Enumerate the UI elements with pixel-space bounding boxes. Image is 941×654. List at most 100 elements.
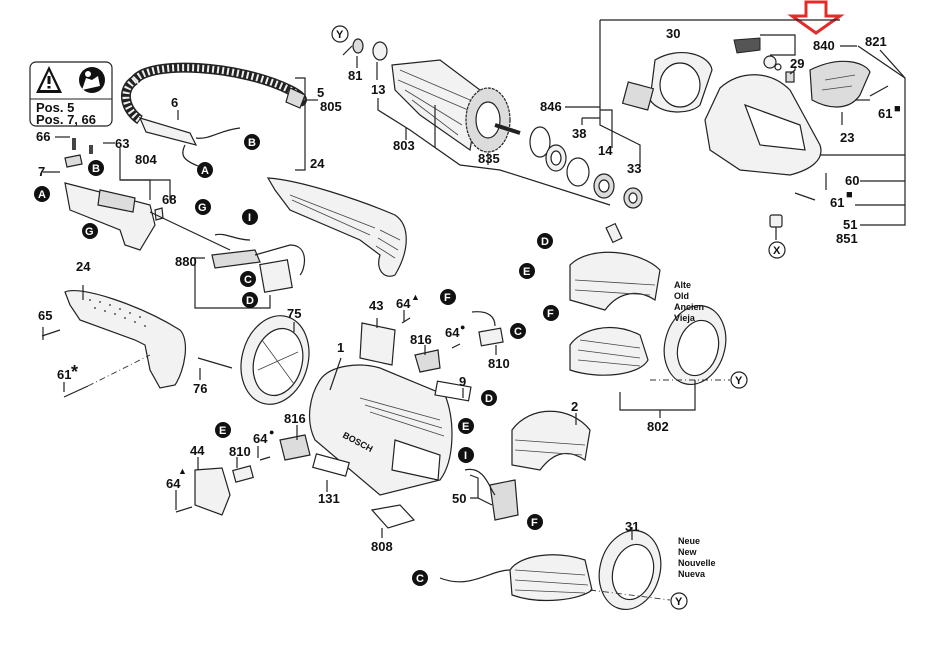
svg-text:Nueva: Nueva: [678, 569, 706, 579]
svg-text:Old: Old: [674, 291, 689, 301]
part-label: 31: [625, 519, 639, 534]
part-label: 33: [627, 161, 641, 176]
part-label: 81: [348, 68, 362, 83]
lower-left-parts: [175, 434, 416, 529]
part-label: 64: [396, 296, 411, 311]
armature: [352, 38, 521, 153]
reference-X: X: [768, 241, 786, 259]
connector-I: I: [458, 447, 474, 463]
part-label: 804: [135, 152, 157, 167]
connector-C: C: [412, 570, 428, 586]
part-label: 7: [38, 164, 45, 179]
part-label: 43: [369, 298, 383, 313]
star-marker: *: [71, 362, 78, 382]
bearing-washers: [529, 126, 643, 244]
connector-B: B: [244, 134, 260, 150]
triangle-marker: ▲: [411, 292, 420, 302]
svg-text:B: B: [92, 163, 100, 175]
highlight-arrow-icon: [787, 0, 845, 35]
square-marker: ■: [894, 103, 901, 115]
svg-text:Y: Y: [675, 596, 683, 608]
svg-text:A: A: [38, 189, 46, 201]
brush-parts-center: [359, 311, 504, 402]
leader-lines: [42, 19, 906, 601]
gear-housing: [621, 37, 889, 228]
connector-G: G: [195, 199, 211, 215]
connector-B: B: [88, 160, 104, 176]
connector-E: E: [519, 263, 535, 279]
part-label: 29: [790, 56, 804, 71]
part-label: 30: [666, 26, 680, 41]
connector-F: F: [527, 514, 543, 530]
part-label: 51: [843, 217, 857, 232]
connector-F: F: [543, 305, 559, 321]
svg-text:C: C: [244, 274, 252, 286]
svg-text:Neue: Neue: [678, 536, 700, 546]
part-label: 2: [571, 399, 578, 414]
triangle-marker: ▲: [178, 466, 187, 476]
part-label: 9: [459, 374, 466, 389]
part-label: 846: [540, 99, 562, 114]
svg-text:G: G: [198, 202, 207, 214]
part-label: 6: [171, 95, 178, 110]
svg-text:F: F: [531, 517, 538, 529]
part-label: 63: [115, 136, 129, 151]
part-label: 64: [445, 325, 460, 340]
part-label: 68: [162, 192, 176, 207]
part-label: 24: [310, 156, 325, 171]
part-label: 810: [488, 356, 510, 371]
connector-E: E: [215, 422, 231, 438]
svg-text:A: A: [201, 165, 209, 177]
switch-assembly: [64, 138, 231, 251]
svg-text:Nouvelle: Nouvelle: [678, 558, 716, 568]
part-label: 821: [865, 34, 887, 49]
reference-Y: Y: [331, 25, 349, 43]
connector-A: A: [197, 162, 213, 178]
connector-D: D: [537, 233, 553, 249]
svg-text:D: D: [485, 393, 493, 405]
svg-text:C: C: [416, 573, 424, 585]
svg-text:Alte: Alte: [674, 280, 691, 290]
part-label: 880: [175, 254, 197, 269]
part-label: 816: [410, 332, 432, 347]
svg-text:C: C: [514, 326, 522, 338]
warning-line-1: Pos. 5: [36, 100, 74, 115]
part-label: 14: [598, 143, 613, 158]
part-label: 840: [813, 38, 835, 53]
part-label: 802: [647, 419, 669, 434]
part-label: 44: [190, 443, 205, 458]
part-label: 50: [452, 491, 466, 506]
part-label: 851: [836, 231, 858, 246]
part-label: 64: [253, 431, 268, 446]
svg-text:F: F: [444, 292, 451, 304]
reference-markers: Y X Y Y: [331, 25, 786, 610]
part-label: 76: [193, 381, 207, 396]
brush-holder-880: [211, 233, 305, 293]
warning-box: Pos. 5 Pos. 7, 66: [29, 61, 113, 127]
connector-F: F: [440, 289, 456, 305]
connector-I: I: [242, 209, 258, 225]
connector-E: E: [458, 418, 474, 434]
connector-C: C: [240, 271, 256, 287]
part-label: 75: [287, 306, 301, 321]
reference-Y: Y: [730, 371, 748, 389]
read-manual-icon: [79, 67, 105, 93]
part-label: 805: [320, 99, 342, 114]
side-handle-top: [266, 177, 407, 277]
warning-line-2: Pos. 7, 66: [36, 112, 96, 127]
svg-text:Y: Y: [336, 29, 344, 41]
svg-text:Vieja: Vieja: [674, 313, 696, 323]
part-label: 23: [840, 130, 854, 145]
connector-D: D: [481, 390, 497, 406]
part-label: 1: [337, 340, 344, 355]
part-label: 38: [572, 126, 586, 141]
connector-C: C: [510, 323, 526, 339]
part-labels: 5 805 6 66 63 7 804 68 24 880 24 65 61 *…: [36, 26, 901, 554]
svg-text:D: D: [246, 295, 254, 307]
part-label: 835: [478, 151, 500, 166]
svg-text:E: E: [462, 421, 469, 433]
field-coils-new: [439, 410, 662, 611]
part-label: 61: [57, 367, 71, 382]
part-label: 65: [38, 308, 52, 323]
